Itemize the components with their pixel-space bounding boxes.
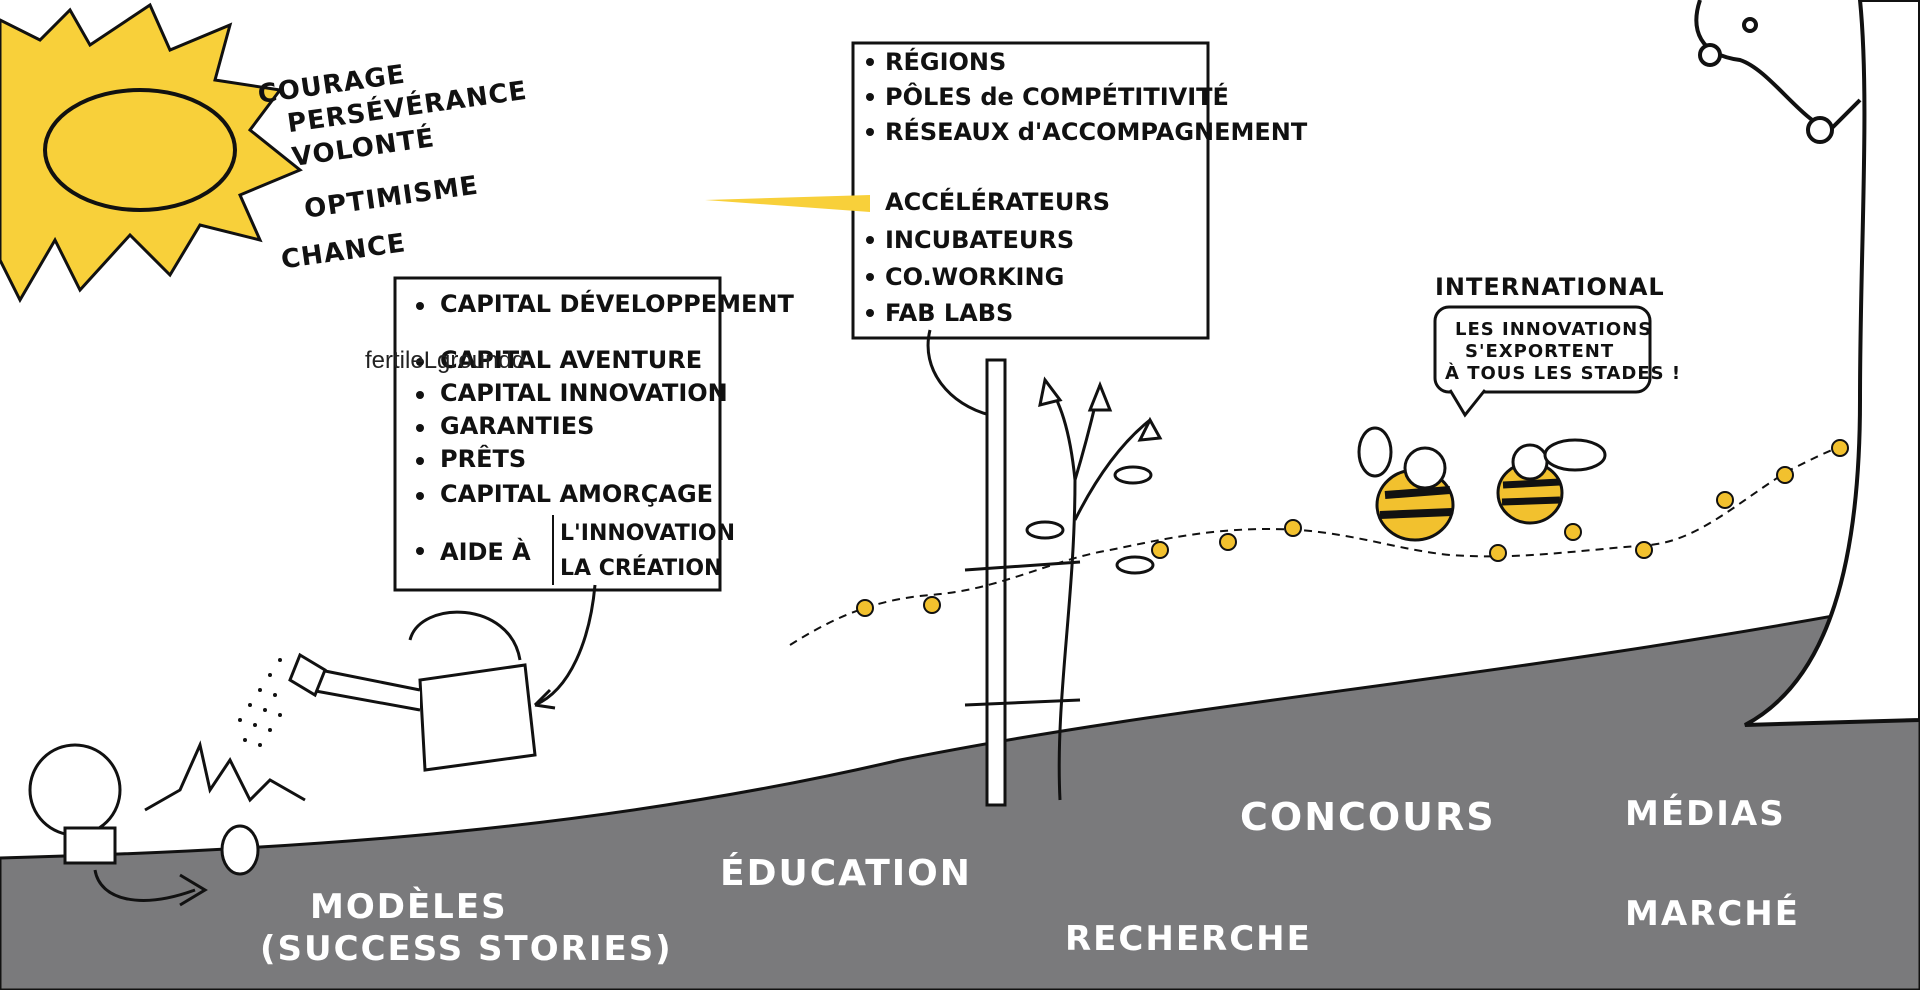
bee-icon bbox=[1357, 426, 1455, 542]
support-arrow bbox=[926, 329, 991, 417]
funding-aide-item: LA CRÉATION bbox=[560, 555, 722, 581]
bee-flight-path bbox=[789, 444, 1846, 646]
support-item: ACCÉLÉRATEURS bbox=[885, 187, 1110, 216]
support-item: RÉSEAUX d'ACCOMPAGNEMENT bbox=[885, 117, 1308, 146]
support-item: RÉGIONS bbox=[885, 47, 1006, 76]
speech-bubble bbox=[1433, 305, 1652, 394]
flight-dots bbox=[856, 439, 1849, 617]
bee-icon bbox=[1496, 438, 1607, 525]
funding-list: CAPITAL DÉVELOPPEMENT CAPITAL AVENTURE C… bbox=[416, 289, 795, 585]
support-item: FAB LABS bbox=[885, 299, 1013, 327]
sapling-icon bbox=[1025, 376, 1163, 801]
ground-label-education: ÉDUCATION bbox=[720, 852, 972, 894]
ground-label-concours: CONCOURS bbox=[1240, 795, 1496, 839]
bubble-line: À TOUS LES STADES ! bbox=[1445, 362, 1681, 384]
sun-word: CHANCE bbox=[279, 228, 408, 275]
support-box bbox=[851, 41, 1210, 340]
bubble-line: LES INNOVATIONS bbox=[1455, 319, 1652, 340]
tree-icon bbox=[1694, 0, 1920, 727]
ground-label-success: (SUCCESS STORIES) bbox=[260, 929, 673, 969]
support-item: PÔLES de COMPÉTITIVITÉ bbox=[885, 81, 1229, 111]
sun-icon bbox=[0, 2, 303, 304]
ground-label-modeles: MODÈLES bbox=[310, 886, 508, 927]
funding-item: CAPITAL AVENTURE bbox=[440, 346, 702, 374]
sunbeam bbox=[705, 195, 870, 212]
sun-words: COURAGE PERSÉVÉRANCE VOLONTÉ OPTIMISME C… bbox=[256, 60, 529, 276]
funding-item: PRÊTS bbox=[440, 444, 526, 473]
funding-item: GARANTIES bbox=[440, 412, 594, 440]
funding-arrow bbox=[534, 584, 597, 707]
support-list: RÉGIONS PÔLES de COMPÉTITIVITÉ RÉSEAUX d… bbox=[866, 47, 1308, 327]
seed-sprout-icon bbox=[144, 740, 306, 876]
funding-aide-label: AIDE À bbox=[440, 537, 531, 566]
ground-label-recherche: RECHERCHE bbox=[1065, 919, 1312, 959]
ground-label-medias: MÉDIAS bbox=[1625, 793, 1786, 834]
water-spray bbox=[238, 658, 282, 747]
ground-labels: MODÈLES (SUCCESS STORIES) ÉDUCATION RECH… bbox=[260, 793, 1800, 969]
international-title: INTERNATIONAL bbox=[1435, 273, 1665, 301]
support-item: INCUBATEURS bbox=[885, 226, 1074, 254]
funding-box bbox=[393, 276, 722, 592]
watering-can-icon bbox=[288, 610, 537, 772]
sun-word: OPTIMISME bbox=[302, 171, 480, 225]
bubble-line: S'EXPORTENT bbox=[1465, 341, 1614, 362]
light-bulb-icon bbox=[28, 743, 208, 907]
funding-item: CAPITAL DÉVELOPPEMENT bbox=[440, 289, 795, 318]
ground-label-marche: MARCHÉ bbox=[1625, 893, 1800, 934]
funding-item: CAPITAL AMORÇAGE bbox=[440, 480, 713, 508]
support-item: CO.WORKING bbox=[885, 263, 1064, 291]
overlay-label: fertileLgroundd bbox=[365, 347, 526, 374]
ground bbox=[0, 598, 1920, 990]
funding-item: CAPITAL INNOVATION bbox=[440, 379, 728, 407]
funding-aide-item: L'INNOVATION bbox=[560, 521, 735, 546]
